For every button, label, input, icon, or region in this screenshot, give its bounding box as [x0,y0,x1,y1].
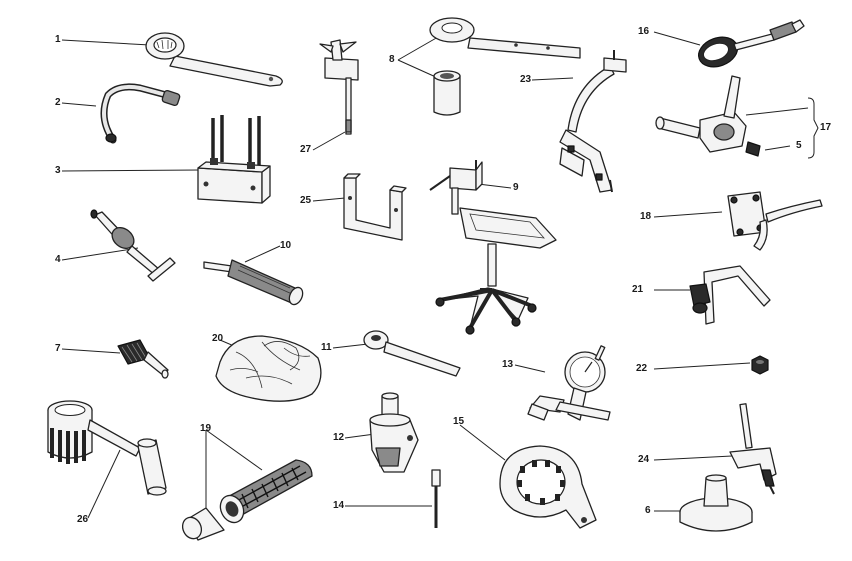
callout-15: 15 [453,416,465,427]
tool-21-bracket-knob [689,265,771,325]
callout-1: 1 [55,34,61,45]
tool-6-base [679,474,753,532]
tool-14-pin [431,469,441,528]
callout-2: 2 [55,97,61,108]
callout-14: 14 [333,500,345,511]
callout-6: 6 [645,505,651,516]
callout-10: 10 [280,240,292,251]
tool-22-nut [751,355,769,375]
callout-7: 7 [55,343,61,354]
tool-7-knurled-pin [117,339,169,379]
tool-13-dial-gauge [527,345,611,421]
tool-2-hook-rod [100,83,181,144]
callout-19: 19 [200,423,212,434]
callout-17: 17 [820,122,832,133]
callout-8: 8 [389,54,395,65]
tool-1-ring-spanner [145,32,283,87]
callout-13: 13 [502,359,514,370]
tool-24-rod-bracket [729,403,777,495]
callout-26: 26 [77,514,89,525]
callout-24: 24 [638,454,650,465]
callout-20: 20 [212,333,224,344]
tool-12-fixture [369,392,419,473]
callout-3: 3 [55,165,61,176]
callout-11: 11 [321,342,332,353]
tool-19-sleeve-and-grip [181,459,313,541]
tool-23-curved-bracket [559,50,627,193]
leader-lines [61,31,819,519]
tool-10-punch [203,259,304,306]
callout-4: 4 [55,254,61,265]
tool-25-u-bracket [343,173,407,241]
tool-17-handle-tool [655,75,761,157]
callout-12: 12 [333,432,345,443]
tool-18-lever-tool [727,191,823,251]
tool-16-bulb-tool [698,19,805,68]
callout-21: 21 [632,284,644,295]
callout-9: 9 [513,182,519,193]
callout-27: 27 [300,144,312,155]
tool-11-offset-wrench [363,330,461,377]
callout-18: 18 [640,211,652,222]
tool-9-stand [429,160,557,335]
tool-15-ring-holder [499,445,597,529]
callout-16: 16 [638,26,650,37]
callout-25: 25 [300,195,312,206]
tool-26-strap-wrench [47,400,167,496]
callout-23: 23 [520,74,532,85]
callout-22: 22 [636,363,648,374]
tool-3-stud-plate [197,115,271,204]
tool-8-flange-wrench [429,17,581,116]
tool-4-t-handle-puller [90,209,176,282]
callout-5: 5 [796,140,802,151]
tool-27-wing-pin [319,39,359,135]
tool-20-bag [215,335,322,402]
